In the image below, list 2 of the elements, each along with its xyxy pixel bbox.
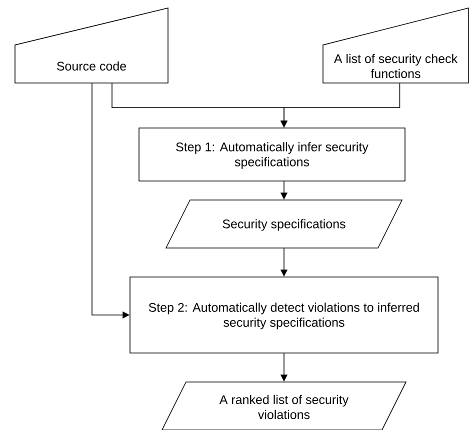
process-box: Step 1: Automatically infer security specifications — [138, 128, 406, 182]
process-box: Step 2: Automatically detect violations to inferred security specifications — [130, 276, 438, 354]
